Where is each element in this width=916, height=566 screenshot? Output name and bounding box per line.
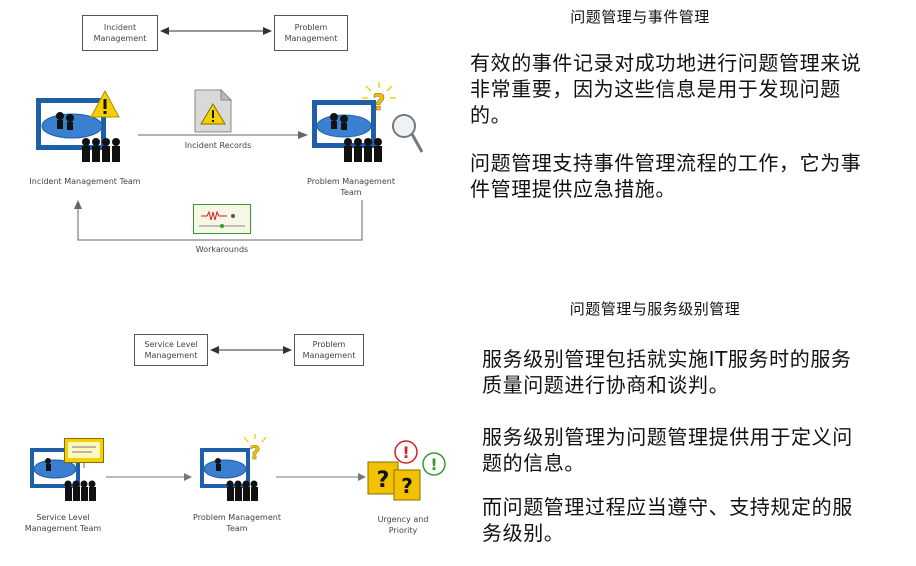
- section1-paragraph-2: 问题管理支持事件管理流程的工作，它为事件管理提供应急措施。: [470, 151, 862, 201]
- diagram-card-icon: [193, 204, 251, 234]
- section2-paragraph-3: 而问题管理过程应当遵守、支持规定的服务级别。: [482, 495, 853, 545]
- problem-team-caption: Problem Management Team: [307, 177, 395, 197]
- problem-management-label: Problem Management: [284, 23, 338, 43]
- arrow-team1-to-team2: [106, 473, 192, 481]
- question-icon: ?: [362, 82, 396, 116]
- problem-team-icon: [312, 100, 382, 162]
- service-level-team-caption: Service Level Management Team: [24, 513, 102, 533]
- service-level-management-label: Service Level Management: [144, 340, 198, 360]
- section2-paragraph-2: 服务级别管理为问题管理提供用于定义问题的信息。: [482, 425, 853, 475]
- svg-text:!: !: [430, 455, 437, 474]
- document-warning-icon: [194, 88, 233, 133]
- incident-team-icon: [36, 98, 120, 162]
- workarounds-loop: [74, 200, 363, 241]
- svg-text:?: ?: [373, 91, 386, 116]
- svg-text:!: !: [402, 443, 409, 462]
- section1-paragraph-1: 有效的事件记录对成功地进行问题管理来说非常重要，因为这些信息是用于发现问题的。: [470, 51, 862, 127]
- arrow-team2-to-priority: [276, 473, 366, 481]
- double-arrow: [160, 27, 272, 35]
- problem-team-icon-2: [200, 448, 258, 501]
- svg-text:?: ?: [401, 474, 413, 498]
- records-arrow: [138, 131, 308, 139]
- magnifier-icon: [392, 114, 424, 153]
- double-arrow-2: [210, 346, 292, 354]
- incident-team-caption: Incident Management Team: [29, 177, 141, 186]
- section2-paragraph-1: 服务级别管理包括就实施IT服务时的服务质量问题进行协商和谈判。: [482, 347, 852, 397]
- section2-heading: 问题管理与服务级别管理: [569, 300, 741, 318]
- problem-team-caption-2: Problem Management Team: [193, 513, 281, 533]
- problem-management-box-2: Problem Management: [294, 334, 364, 366]
- incident-management-box: Incident Management: [82, 15, 158, 51]
- incident-records-caption: Incident Records: [184, 141, 252, 150]
- incident-management-label: Incident Management: [93, 23, 147, 43]
- chart-board-icon: [64, 438, 104, 468]
- urgency-priority-caption: Urgency and Priority: [377, 515, 429, 535]
- svg-text:?: ?: [249, 442, 260, 464]
- problem-management-label-2: Problem Management: [302, 340, 356, 360]
- workarounds-caption: Workarounds: [195, 245, 249, 254]
- service-level-management-box: Service Level Management: [134, 334, 208, 366]
- problem-management-box: Problem Management: [274, 15, 348, 51]
- section1-heading: 问题管理与事件管理: [570, 8, 710, 26]
- urgency-priority-icon: ? ? ! !: [367, 440, 446, 501]
- svg-text:?: ?: [377, 468, 390, 493]
- question-icon-2: ?: [243, 434, 267, 464]
- warning-icon: [90, 89, 120, 118]
